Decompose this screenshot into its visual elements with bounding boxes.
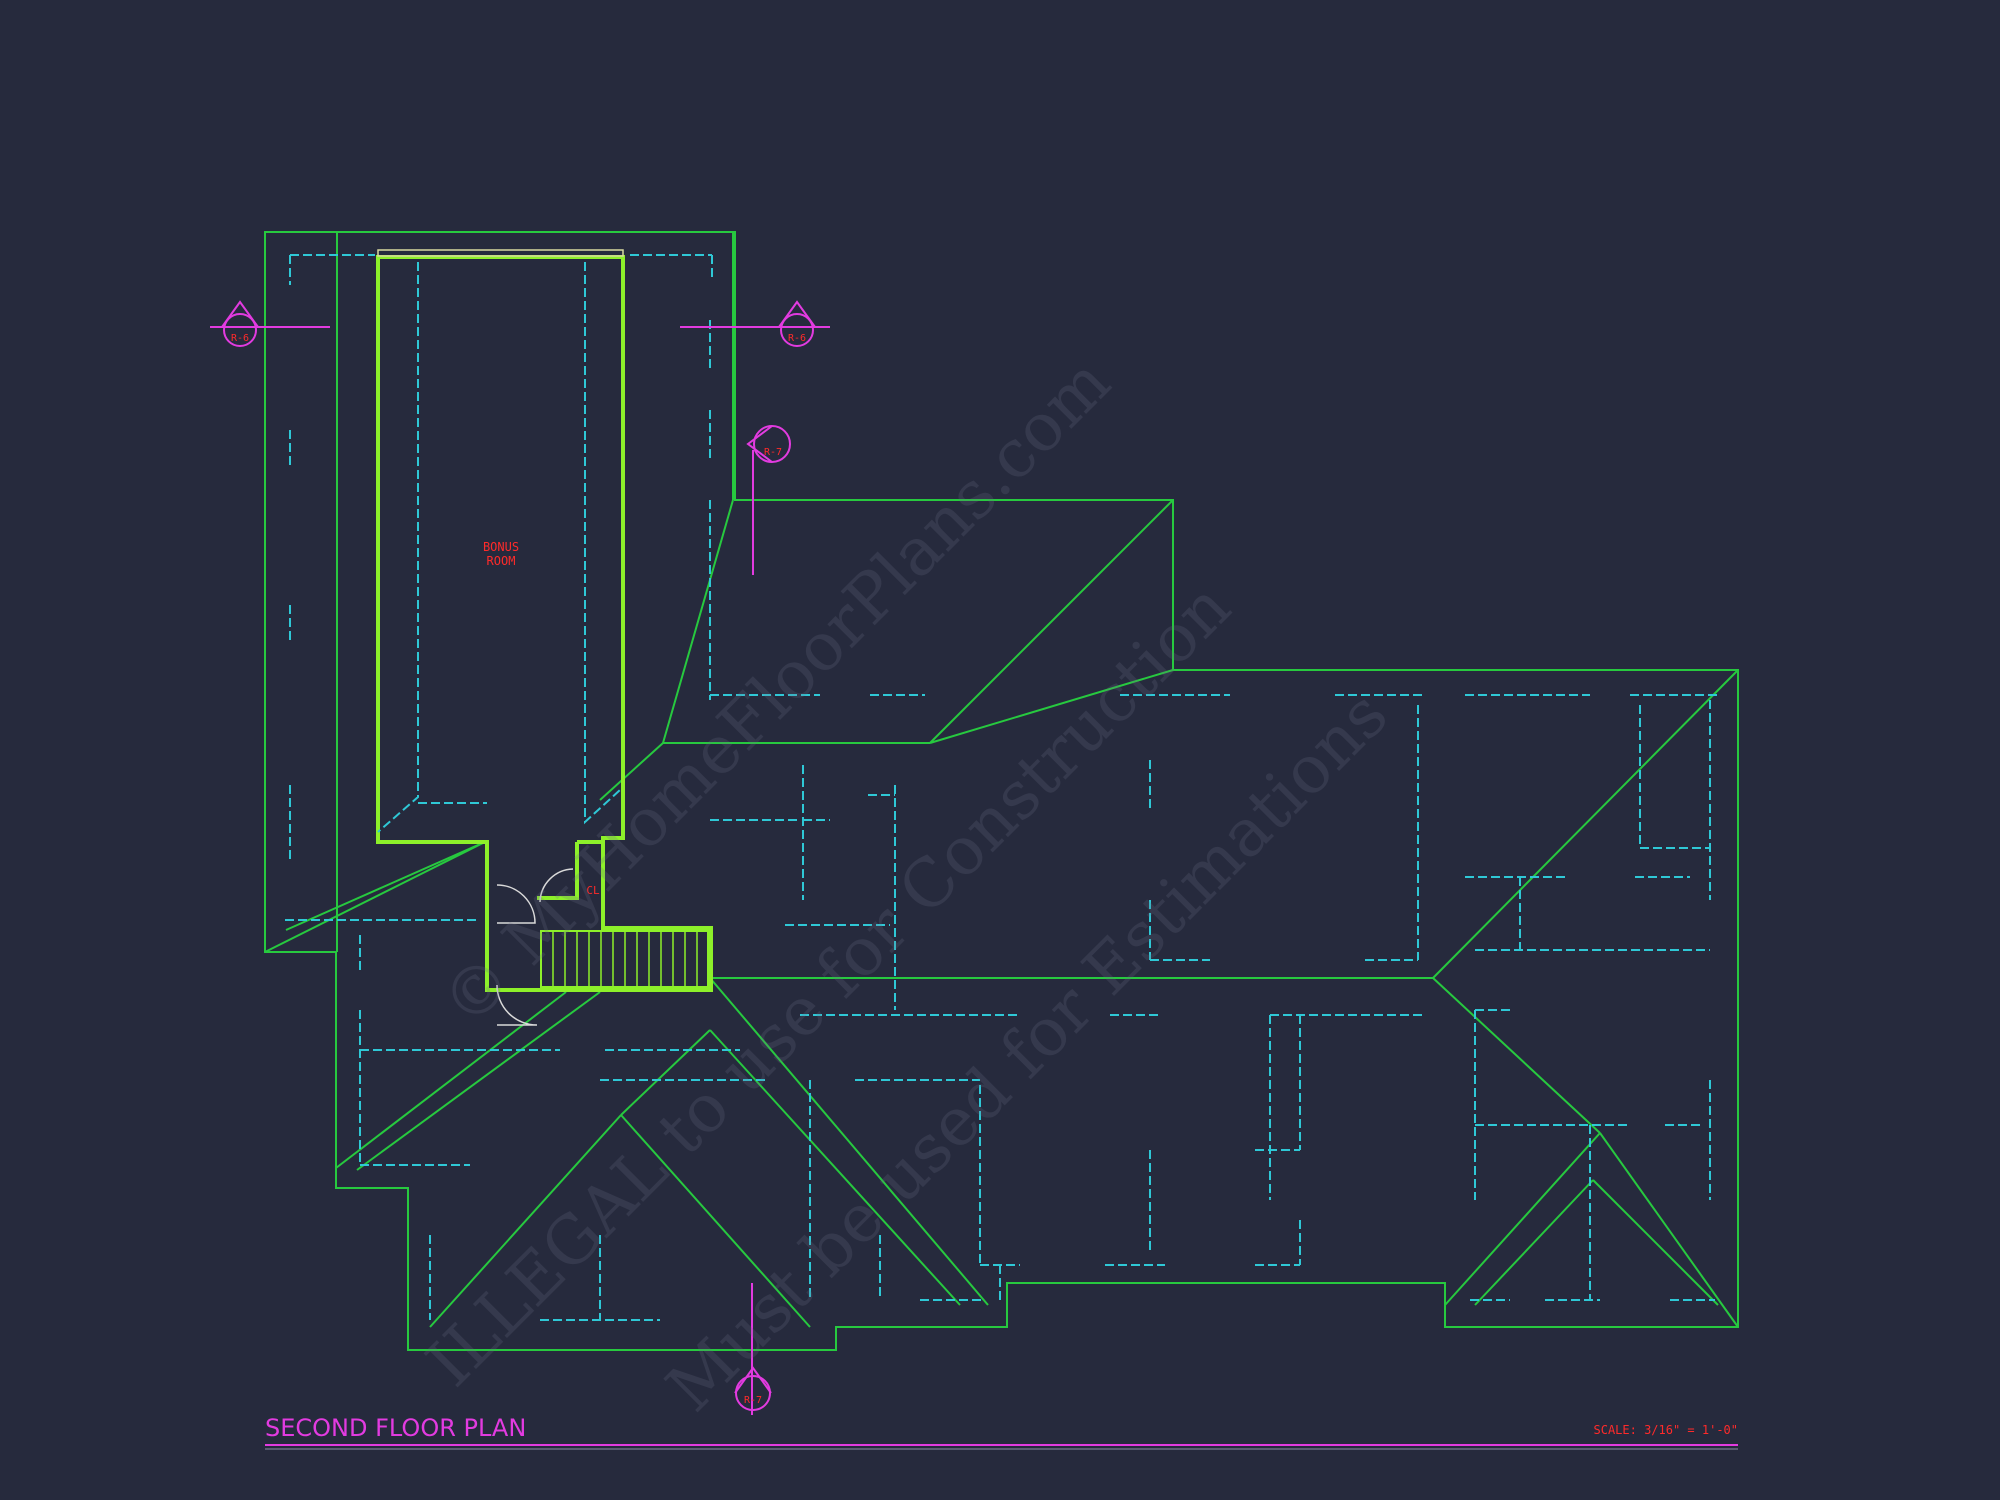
section-label-r7-top: R-7 [764, 447, 782, 458]
door-swings [496, 868, 574, 1026]
room-label-bonus-line1: BONUS [483, 540, 519, 554]
bonus-room-walls [376, 255, 713, 992]
section-marker-r7-top [746, 425, 791, 575]
section-label-r7-bottom: R-7 [744, 1395, 762, 1406]
bonus-room-kneewall [377, 262, 621, 833]
section-marker-r7-bottom [734, 1283, 772, 1415]
window [377, 249, 624, 257]
section-marker-r6-right [680, 300, 830, 347]
section-marker-r6-left [210, 300, 330, 347]
section-label-r6-right: R-6 [788, 333, 806, 344]
scale-note: SCALE: 3/16" = 1'-0" [1594, 1423, 1739, 1437]
room-label-bonus-line2: ROOM [487, 554, 516, 568]
roof-outline [264, 231, 1739, 1351]
section-label-r6-left: R-6 [231, 333, 249, 344]
room-label-closet: CL [586, 884, 600, 897]
plan-title: SECOND FLOOR PLAN [265, 1414, 526, 1442]
hidden-lower-walls [285, 254, 1720, 1321]
stair [540, 930, 709, 988]
section-markers [210, 300, 830, 1415]
